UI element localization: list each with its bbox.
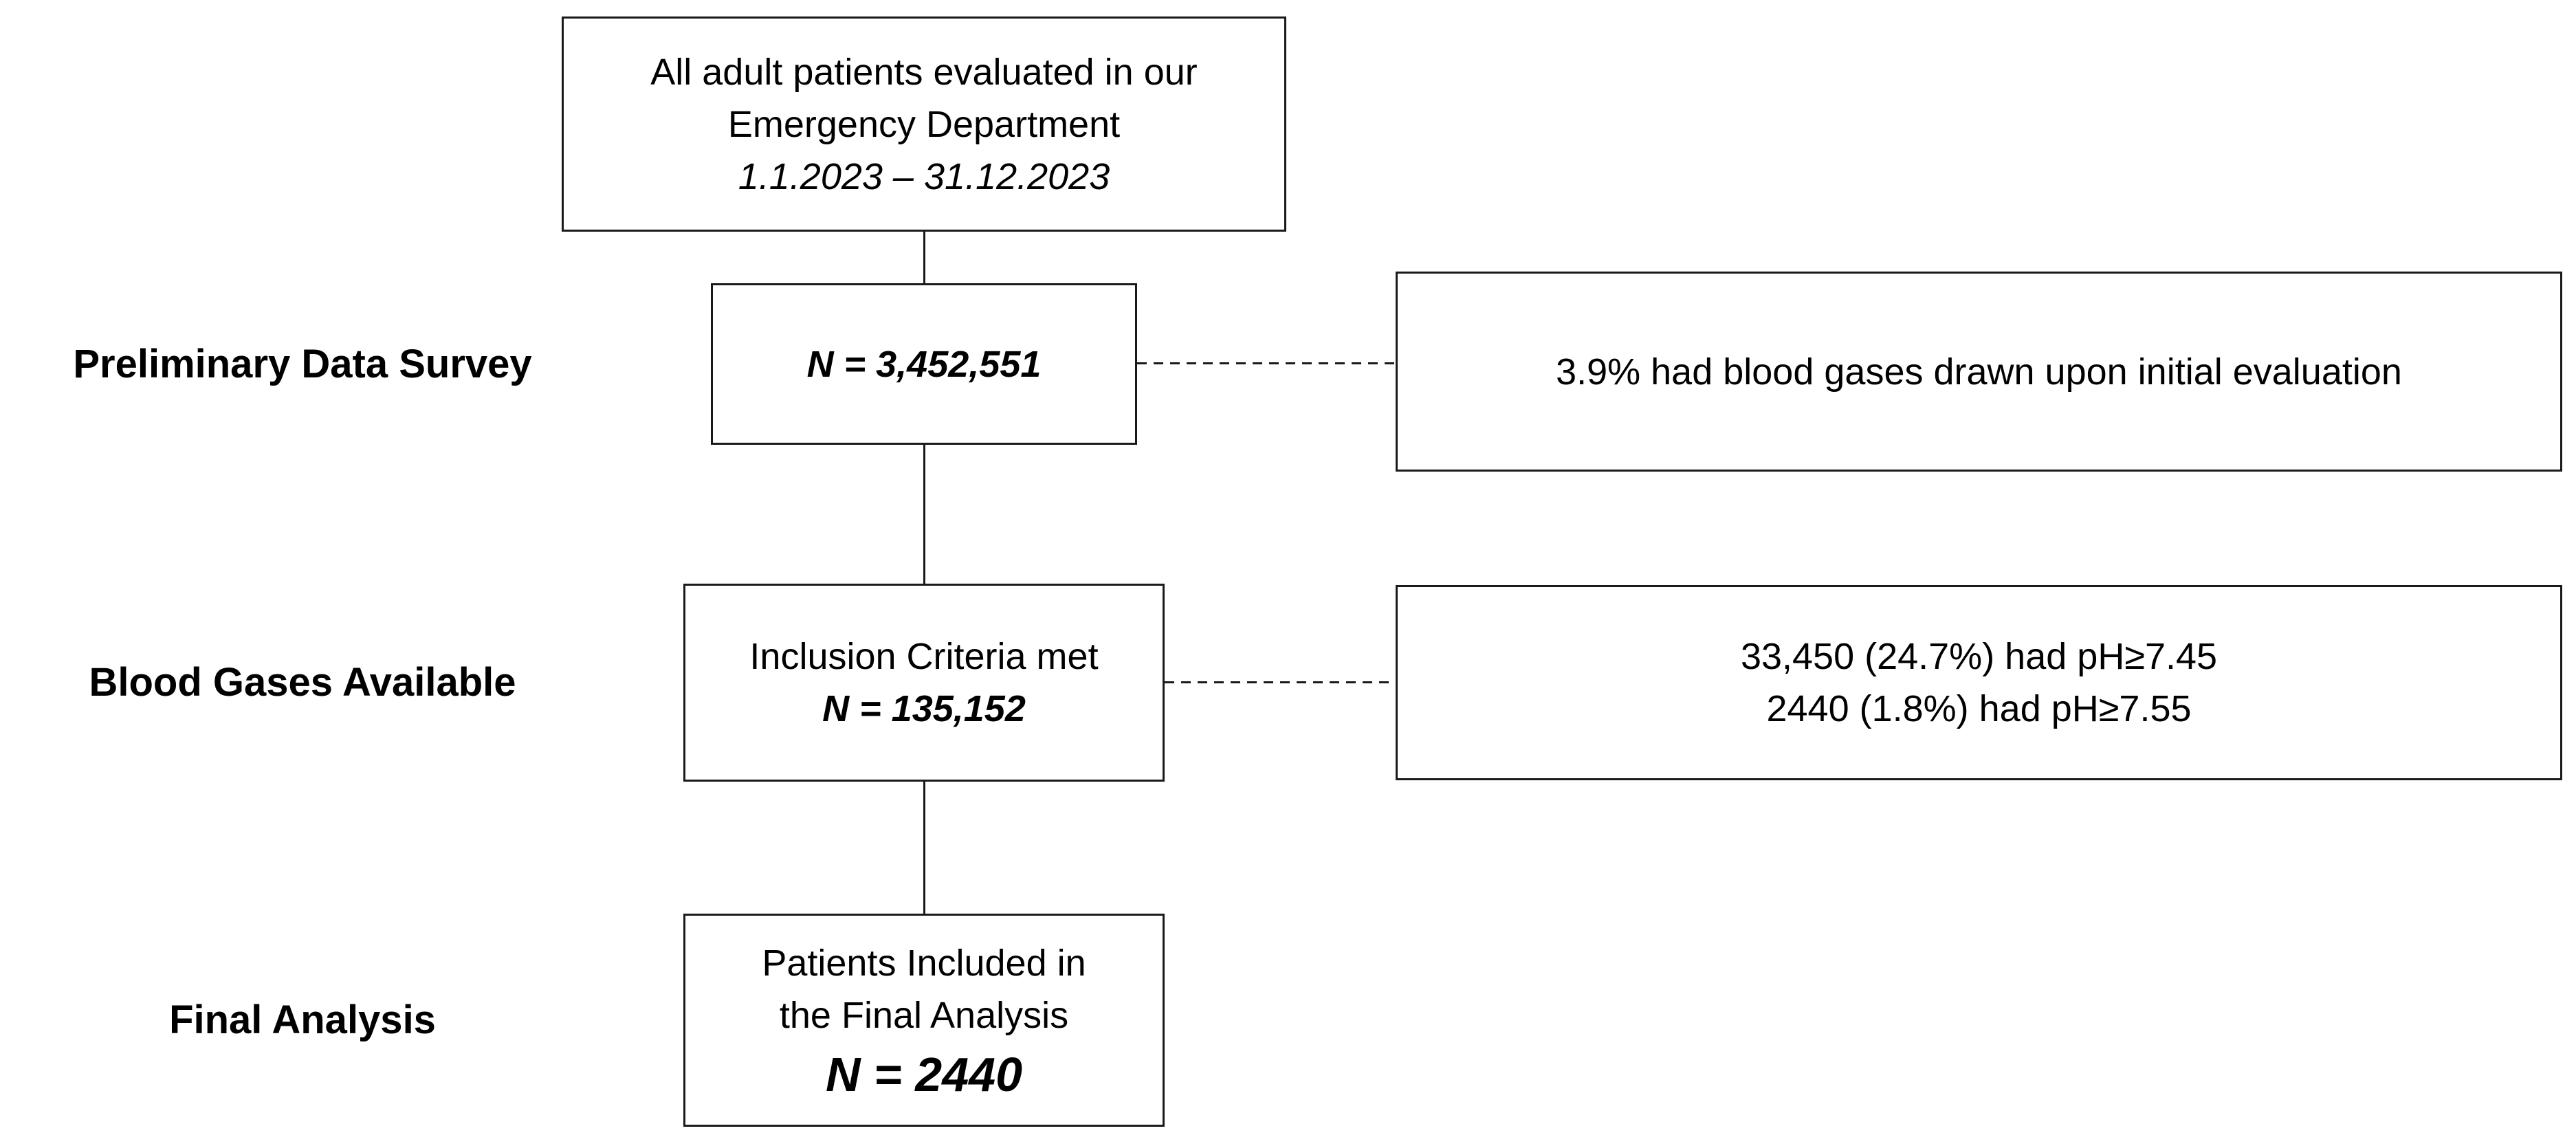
stage-label-preliminary-data-survey: Preliminary Data Survey	[73, 341, 532, 386]
stage-label-blood-gases-available: Blood Gases Available	[89, 660, 516, 705]
stage3-n-value: N = 2440	[825, 1048, 1023, 1101]
cohort-source-line2: Emergency Department	[727, 103, 1121, 145]
stage-label-final-analysis: Final Analysis	[169, 998, 436, 1043]
stage2-inclusion-title: Inclusion Criteria met	[749, 636, 1099, 677]
dashed-connector-stage1-note	[1137, 362, 1396, 364]
stage2-n-value: N = 135,152	[822, 688, 1026, 729]
stage2-side-note-line1: 33,450 (24.7%) had pH≥7.45	[1740, 636, 2218, 677]
connector-top-to-stage1	[923, 232, 925, 285]
stage1-n-value: N = 3,452,551	[806, 343, 1042, 385]
stage2-inclusion-box: Inclusion Criteria met N = 135,152	[683, 584, 1165, 782]
stage2-side-note-line2: 2440 (1.8%) had pH≥7.55	[1766, 688, 2192, 729]
connector-stage2-to-stage3	[923, 782, 925, 914]
stage1-side-note-text: 3.9% had blood gases drawn upon initial …	[1556, 351, 2402, 393]
cohort-source-box: All adult patients evaluated in our Emer…	[562, 16, 1286, 232]
stage3-final-line1: Patients Included in	[762, 943, 1086, 984]
stage3-final-box: Patients Included in the Final Analysis …	[683, 914, 1165, 1127]
stage1-side-note-box: 3.9% had blood gases drawn upon initial …	[1396, 272, 2562, 472]
connector-stage1-to-stage2	[923, 445, 925, 584]
stage2-side-note-box: 33,450 (24.7%) had pH≥7.45 2440 (1.8%) h…	[1396, 585, 2562, 780]
cohort-source-line1: All adult patients evaluated in our	[650, 51, 1198, 93]
dashed-connector-stage2-note	[1165, 681, 1396, 683]
stage1-n-box: N = 3,452,551	[711, 283, 1137, 445]
stage3-final-line2: the Final Analysis	[779, 995, 1069, 1036]
cohort-date-range: 1.1.2023 – 31.12.2023	[738, 155, 1110, 197]
